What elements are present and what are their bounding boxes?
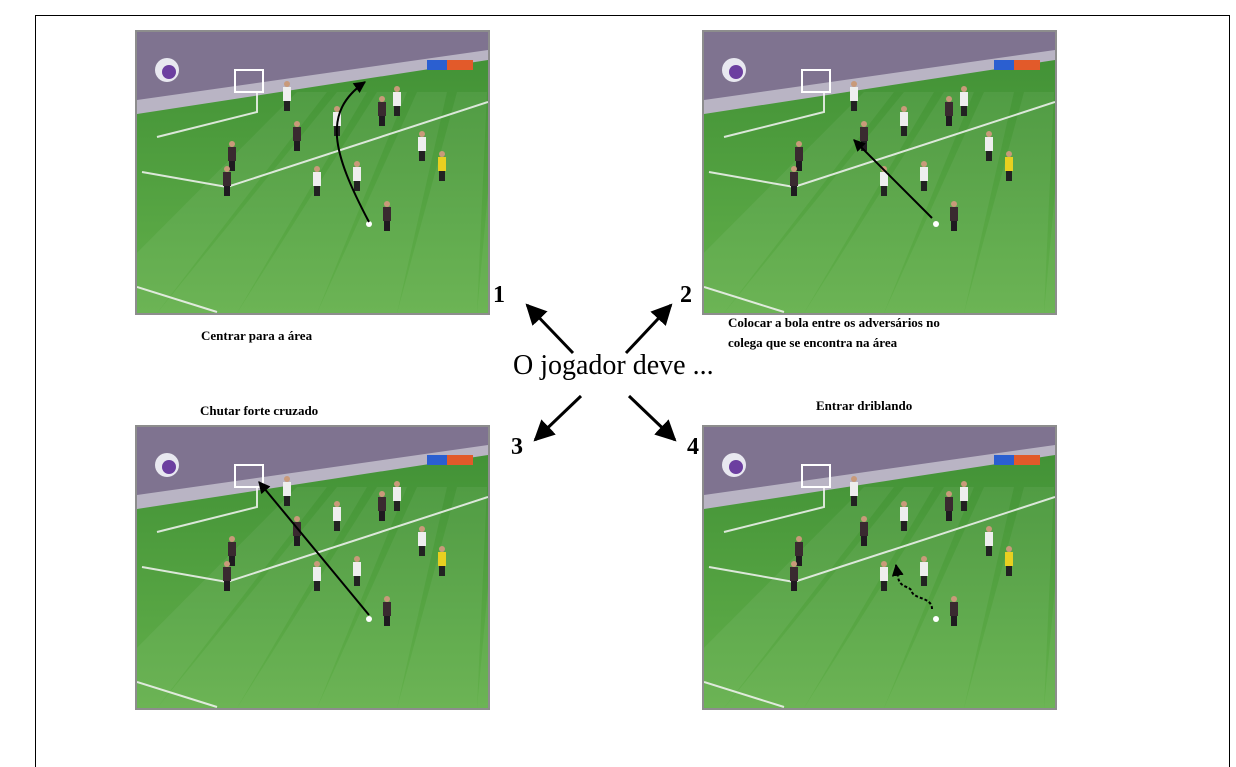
football-pitch <box>704 32 1055 313</box>
center-question: O jogador deve ... <box>513 350 714 381</box>
arrow-to-option-1 <box>525 303 575 355</box>
arrow-to-option-2 <box>624 303 673 355</box>
option-2-number: 2 <box>680 282 692 308</box>
option-1-number: 1 <box>493 282 505 308</box>
page-frame <box>35 15 1230 767</box>
scene-3-image <box>135 425 490 710</box>
football-pitch <box>137 427 488 708</box>
arrow-to-option-3 <box>533 394 583 442</box>
option-3-number: 3 <box>511 434 523 460</box>
scene-4-image <box>702 425 1057 710</box>
option-2-caption-line-1: Colocar a bola entre os adversários no <box>728 315 940 330</box>
arrow-to-option-4 <box>627 394 677 442</box>
football-pitch <box>704 427 1055 708</box>
football-pitch <box>137 32 488 313</box>
scene-2-image <box>702 30 1057 315</box>
option-1-caption: Centrar para a área <box>201 328 313 343</box>
scene-1-image <box>135 30 490 315</box>
option-4-caption: Entrar driblando <box>816 398 913 413</box>
option-2-caption-line-2: colega que se encontra na área <box>728 335 898 350</box>
option-3-caption: Chutar forte cruzado <box>200 403 319 418</box>
option-4-number: 4 <box>687 434 699 460</box>
option-2-caption: Colocar a bola entre os adversários no c… <box>728 313 940 353</box>
